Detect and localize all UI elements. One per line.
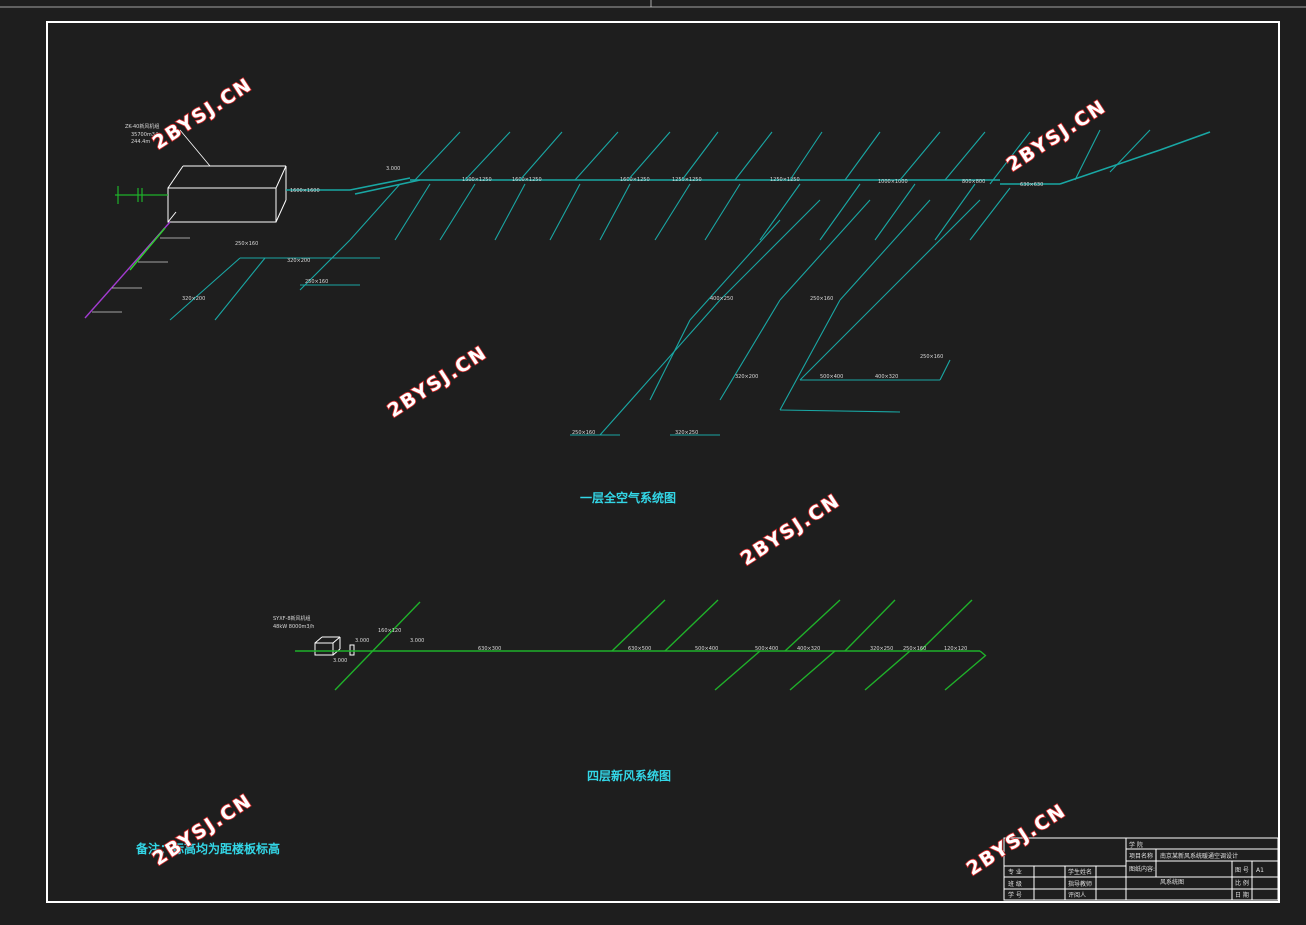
main-duct-label-5: 1250×1250 <box>770 177 800 183</box>
title-block <box>1003 837 1279 901</box>
branch-label-6: 250×160 <box>810 296 833 302</box>
secondary-branches <box>169 199 981 436</box>
fresh-label-4: 500×400 <box>755 646 778 652</box>
tb-left-label-3: 学 号 <box>1008 891 1022 899</box>
return-duct <box>84 221 190 319</box>
main-duct-label-4: 1250×1250 <box>672 177 702 183</box>
branch-label-4: 320×200 <box>182 296 205 302</box>
branch-label-9: 400×320 <box>875 374 898 380</box>
branch-label-1: 250×160 <box>235 241 258 247</box>
fresh-air-unit <box>314 636 355 656</box>
main-duct-label-8: 630×630 <box>1020 182 1043 188</box>
branch-label-8: 250×160 <box>920 354 943 360</box>
branch-label-2: 320×200 <box>287 258 310 264</box>
fresh-air-labels: 630×300 630×500 500×400 500×400 400×320 … <box>378 628 967 652</box>
tb-row-value-2: 南京某新风系统暖通空调设计 <box>1160 852 1238 860</box>
ahu-airflow-label: 35700m3/h <box>131 132 160 138</box>
tb-left-value-1: 学生姓名 <box>1068 868 1092 876</box>
main-duct-label-2: 1600×1250 <box>512 177 542 183</box>
fresh-label-1: 630×300 <box>478 646 501 652</box>
main-supply-duct <box>286 131 1211 195</box>
fresh-label-7: 250×160 <box>903 646 926 652</box>
tb-row-value-3: 风系统图 <box>1160 878 1184 886</box>
main-duct-label-3: 1600×1250 <box>620 177 650 183</box>
upper-branches <box>414 129 1151 185</box>
tb-right-value-1: A1 <box>1256 867 1264 874</box>
system2-title: 四层新风系统图 <box>587 768 671 783</box>
ahu-power-label: 244.4m <box>131 139 150 145</box>
fresh-label-9: 160×120 <box>378 628 401 634</box>
watermark-2: 2BYSJ.CN <box>1003 96 1111 177</box>
fresh-label-3: 500×400 <box>695 646 718 652</box>
tb-left-label-1: 专 业 <box>1008 868 1022 876</box>
system1-title: 一层全空气系统图 <box>580 490 676 505</box>
fresh-label-2: 630×500 <box>628 646 651 652</box>
tb-right-label-1: 图 号 <box>1235 867 1249 874</box>
tb-right-label-2: 比 例 <box>1235 879 1249 887</box>
main-duct-label-6: 1000×1000 <box>878 179 908 185</box>
tb-left-value-3: 评阅人 <box>1068 891 1086 899</box>
fresh-label-5: 400×320 <box>797 646 820 652</box>
ahu-name-label: ZK-40新风机组 <box>125 123 159 130</box>
title-block-text: 学 院 项目名称 南京某新风系统暖通空调设计 图纸内容: 风系统图 专 业 学生… <box>1008 841 1264 899</box>
ahu-inlet <box>115 186 168 204</box>
elevation-label-4: 3.000 <box>355 638 369 644</box>
branch-label-10: 500×400 <box>820 374 843 380</box>
elevation-label-3: 3.000 <box>333 658 347 664</box>
tb-left-value-2: 指导教师 <box>1068 880 1092 888</box>
branch-label-7: 320×200 <box>735 374 758 380</box>
elevation-label-2: 3.000 <box>410 638 424 644</box>
tb-row-label-3: 图纸内容: <box>1129 865 1155 873</box>
drawing-note: 备注：标高均为距楼板标高 <box>135 841 280 856</box>
fresh-air-main-duct <box>295 599 987 691</box>
watermark-1: 2BYSJ.CN <box>149 74 257 155</box>
drawing-frame <box>46 21 1280 903</box>
elevation-label-1: 3.000 <box>386 166 400 172</box>
tb-row-label-2: 项目名称 <box>1129 852 1153 860</box>
tb-row-label-1: 学 院 <box>1129 841 1143 849</box>
branch-label-12: 320×250 <box>675 430 698 436</box>
fresh-unit-name: SYXF-8新风机组 <box>273 615 311 622</box>
main-duct-label-7: 800×800 <box>962 179 985 185</box>
lower-branches-row1 <box>349 183 1011 241</box>
branch-label-5: 400×250 <box>710 296 733 302</box>
tb-right-label-3: 日 期 <box>1235 891 1249 899</box>
branch-label-11: 250×160 <box>572 430 595 436</box>
main-duct-label-9: 1600×1600 <box>290 188 320 194</box>
watermarks: 2BYSJ.CN 2BYSJ.CN 2BYSJ.CN 2BYSJ.CN 2BYS… <box>148 73 1111 881</box>
main-duct-label-1: 1600×1250 <box>462 177 492 183</box>
main-duct-labels: 1600×1250 1600×1250 1600×1250 1250×1250 … <box>290 177 1043 194</box>
tb-left-label-2: 班 级 <box>1008 880 1022 888</box>
watermark-4: 2BYSJ.CN <box>737 490 845 571</box>
fresh-unit-spec: 48kW 8000m3/h <box>273 624 314 630</box>
watermark-3: 2BYSJ.CN <box>384 342 492 423</box>
ahu-unit <box>167 129 287 223</box>
watermark-5: 2BYSJ.CN <box>149 790 257 871</box>
branch-labels: 250×160 320×200 250×160 320×200 400×250 … <box>182 241 943 436</box>
branch-label-3: 250×160 <box>305 279 328 285</box>
fresh-label-8: 120×120 <box>944 646 967 652</box>
fresh-label-6: 320×250 <box>870 646 893 652</box>
